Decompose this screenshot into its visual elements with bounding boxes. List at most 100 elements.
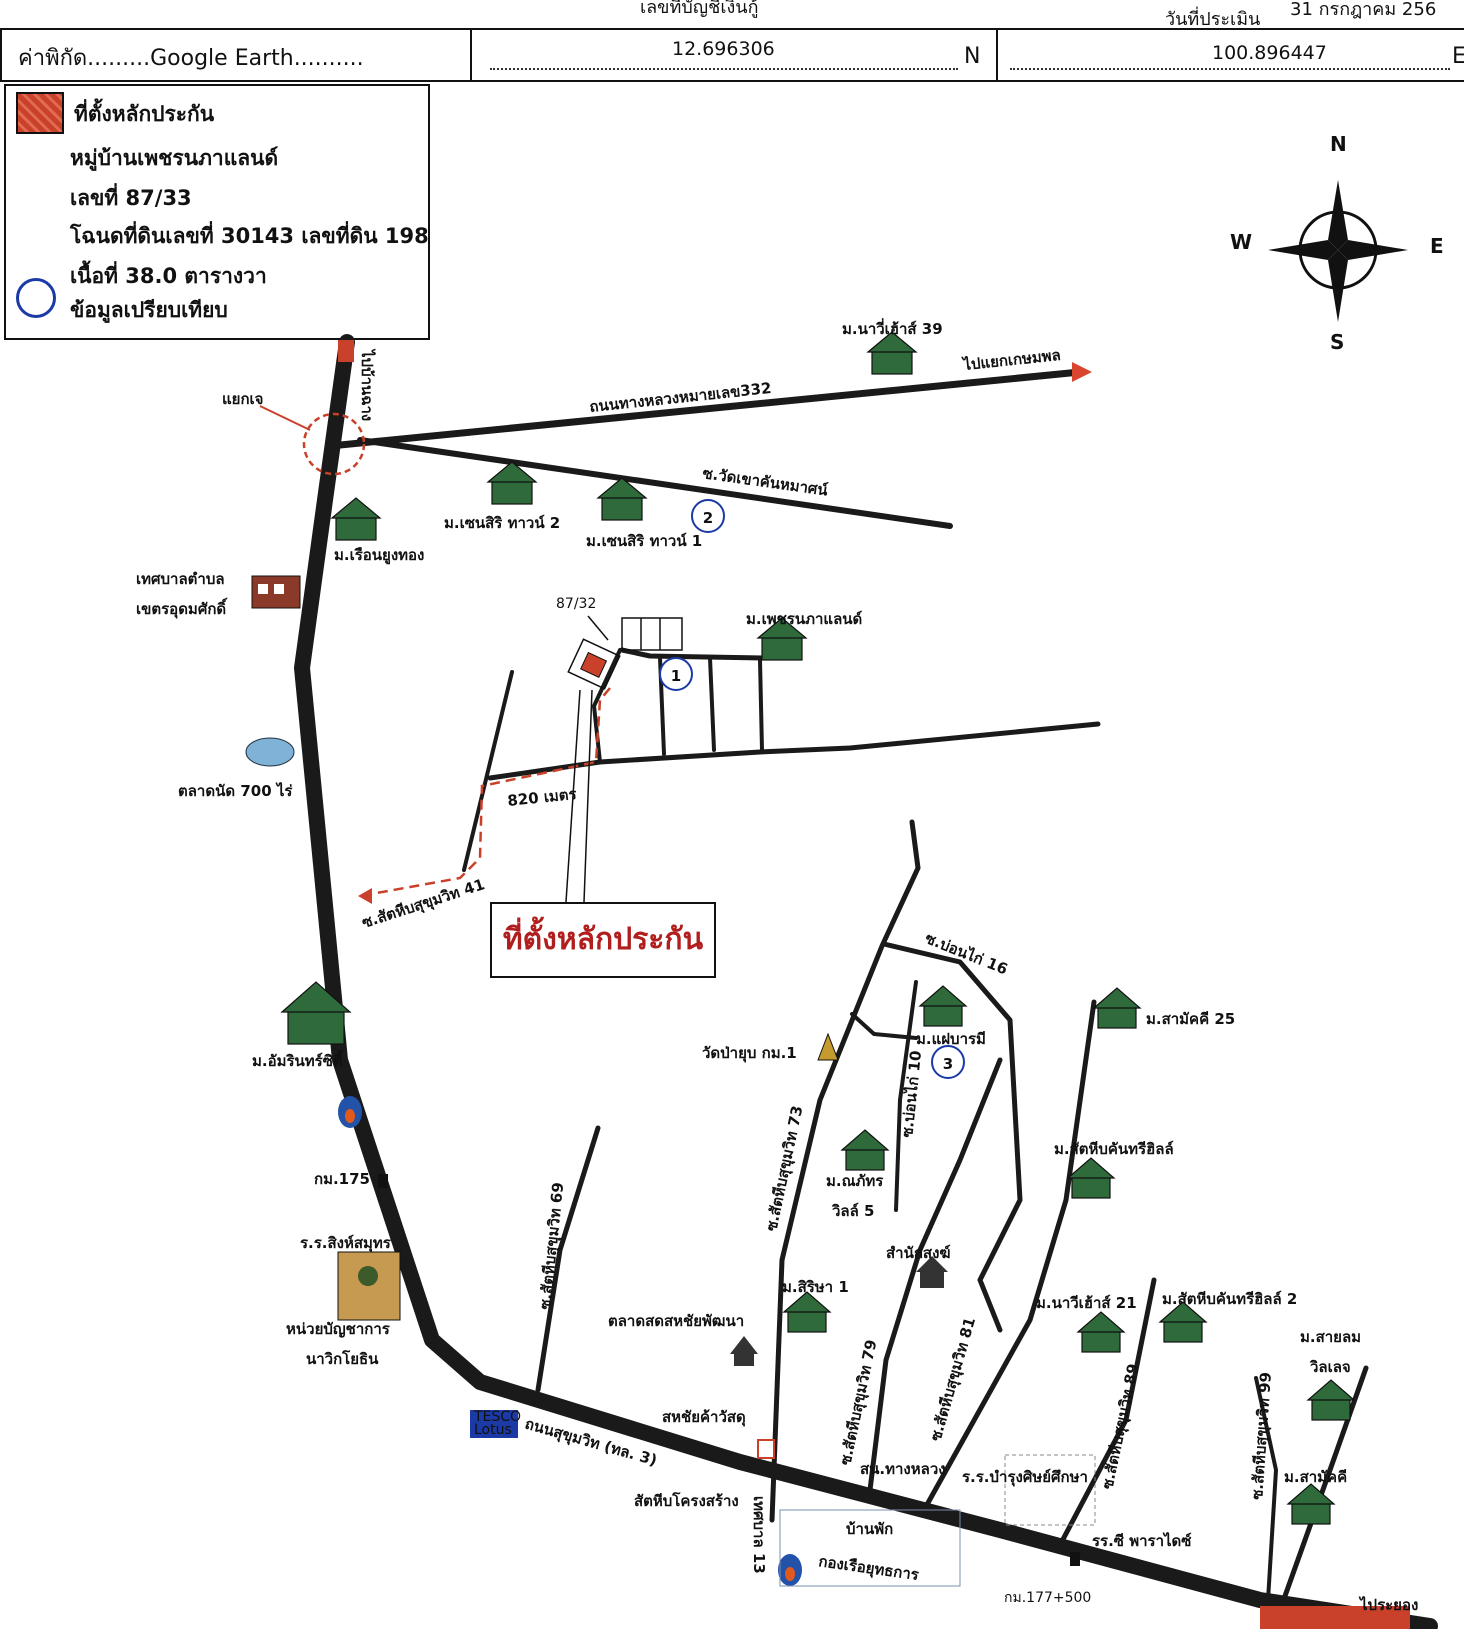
house-icon [782,1291,832,1333]
label-market-sahachai: ตลาดสดสหชัยพัฒนา [608,1312,744,1330]
project-lane-d [592,648,622,764]
label-petch: ม.เพชรนภาแลนด์ [746,610,862,628]
house-icon [1066,1157,1116,1199]
school-boundary [1004,1454,1096,1526]
label-soi89: ซ.สัตหีบสุขุมวิท 89 [1098,1362,1143,1491]
account-label: เลขที่บัญชีเงินกู้ [640,0,759,18]
sukhumvit-road [294,334,1438,1629]
marker-1: 1 [659,657,693,691]
soi69-road [535,1125,601,1393]
label-soi73: ซ.สัตหีบสุขุมวิท 73 [762,1104,807,1233]
callout-line-b [583,689,593,903]
label-unit2: นาวิกโยธิน [306,1349,379,1368]
svg-text:1: 1 [671,667,681,685]
label-kunthree2: ม.สัตหีบคันทรีฮิลล์ 2 [1162,1290,1297,1308]
label-wat-payub: วัดป่ายุบ กม.1 [702,1044,797,1063]
longitude-line [1010,42,1450,70]
gas-station-icon [778,1554,802,1586]
date-value: 31 กรกฎาคม 256 [1290,0,1437,20]
plot-outlines [567,617,683,690]
label-to-kaset: ไปแยกเกษมพล [960,345,1061,374]
lotus-text: Lotus [474,1422,512,1438]
label-baanpak: บ้านพัก [846,1520,893,1538]
legend-deed: โฉนดที่ดินเลขที่ 30143 เลขที่ดิน 198 [70,224,429,248]
label-unit1: หน่วยบัญชาการ [286,1320,391,1338]
compass-icon [1268,180,1408,322]
tesco-text: TESCO [473,1409,521,1425]
label-tessaban2: เขตรอุดมศักดิ์ [136,597,228,619]
collateral-plot [580,651,608,678]
route-arrow-icon [358,888,372,904]
label-natthawill1: ม.ณภัทร [826,1172,884,1190]
coord-cell: ค่าพิกัด.........Google Earth.......... [0,28,472,82]
house-icon [1076,1311,1126,1353]
soi-bonkai10-road [894,980,918,1212]
longitude-suffix: E [1452,44,1464,69]
date-label: วันที่ประเมิน [1165,9,1261,30]
project-lane-b [708,656,716,752]
km-post-icon [378,1174,388,1188]
house-icon [280,981,352,1045]
marker-3: 3 [931,1045,965,1079]
label-lane13: เทศบาล 13 [750,1496,768,1574]
compare-circle-icon [16,278,56,318]
temple-icon [817,1032,839,1061]
label-dist820: 820 เมตร [507,785,579,810]
label-km175: กม.175 [314,1170,370,1188]
longitude-cell: 100.896447 E [996,28,1464,82]
tessaban-building-icon [251,575,301,609]
latitude-suffix: N [964,44,981,69]
label-senasiri2: ม.เซนสิริ ทาวน์ 2 [444,514,560,532]
label-navy-fleet: กองเรือยุทธการ [817,1552,921,1585]
collateral-swatch [16,92,64,134]
latitude-line [490,42,958,70]
soi-bonkai16-road [881,941,1023,1333]
project-lane-c [758,658,764,752]
house-icon [486,461,538,505]
header-bar: เลขที่บัญชีเงินกู้ วันที่ประเมิน 31 กรกฎ… [0,0,1464,82]
house-icon [1306,1379,1356,1421]
latitude-cell: 12.696306 N [470,28,998,82]
label-senasiri1: ม.เซนสิริ ทาวน์ 1 [586,532,702,550]
label-tessaban1: เทศบาลตำบล [136,570,225,588]
to-kaset-arrow-icon [1072,362,1092,382]
label-sailom1: ม.สายลม [1300,1328,1361,1346]
soi99-road [1277,1365,1369,1613]
coord-label: ค่าพิกัด.........Google Earth.......... [18,46,364,71]
label-rueanyoong: ม.เรือนยูงทอง [334,546,424,565]
project-road [619,647,769,661]
label-sch-singha: ร.ร.สิงห์สมุทร [300,1234,392,1253]
yaek-jay-circle [302,412,366,476]
label-sailom2: วิลเลจ [1309,1358,1350,1376]
label-samnaksong: สำนักสงฆ์ [886,1244,951,1262]
hwy332-road [326,368,1084,450]
compass-e: E [1430,234,1444,258]
label-samakkee25: ม.สามัคคี 25 [1146,1010,1235,1028]
market-icon [245,737,295,767]
label-soi41: ซ.สัตหีบสุขุมวิท 41 [360,875,488,933]
yaek-jay-pointer [259,405,311,431]
house-icon [840,1129,890,1171]
label-yaek-jay: แยกเจ [222,390,263,408]
label-soi99: ซ.สัตหีบสุขุมวิท 99 [1248,1371,1276,1500]
navy-boundary [779,1509,961,1587]
label-natthawill2: วิลล์ 5 [831,1202,874,1220]
longitude-value: 100.896447 [1212,42,1327,64]
label-sirisa: ม.สิริษา 1 [782,1278,849,1296]
soi-connector [850,1012,918,1040]
monastery-icon [916,1256,948,1288]
map-legend: ที่ตั้งหลักประกัน หมู่บ้านเพชรนภาแลนด์ เ… [4,84,430,340]
legend-collateral: ที่ตั้งหลักประกัน [74,102,215,126]
house-icon [866,331,918,375]
house-icon [330,497,382,541]
svg-text:3: 3 [943,1055,953,1073]
soi79-road [867,1057,1003,1493]
label-phaebaramee: ม.แฝบารมี [916,1030,986,1048]
label-kunthree: ม.สัตหีบคันทรีฮิลล์ [1054,1140,1174,1158]
label-navy21: ม.นาวีเฮ้าส์ 21 [1036,1294,1137,1312]
legend-area: เนื้อที่ 38.0 ตารางวา [70,264,267,288]
svg-text:2: 2 [703,509,713,527]
callout-line-a [565,689,581,903]
house-icon [1092,987,1142,1029]
legend-project: หมู่บ้านเพชรนภาแลนด์ [70,146,279,170]
